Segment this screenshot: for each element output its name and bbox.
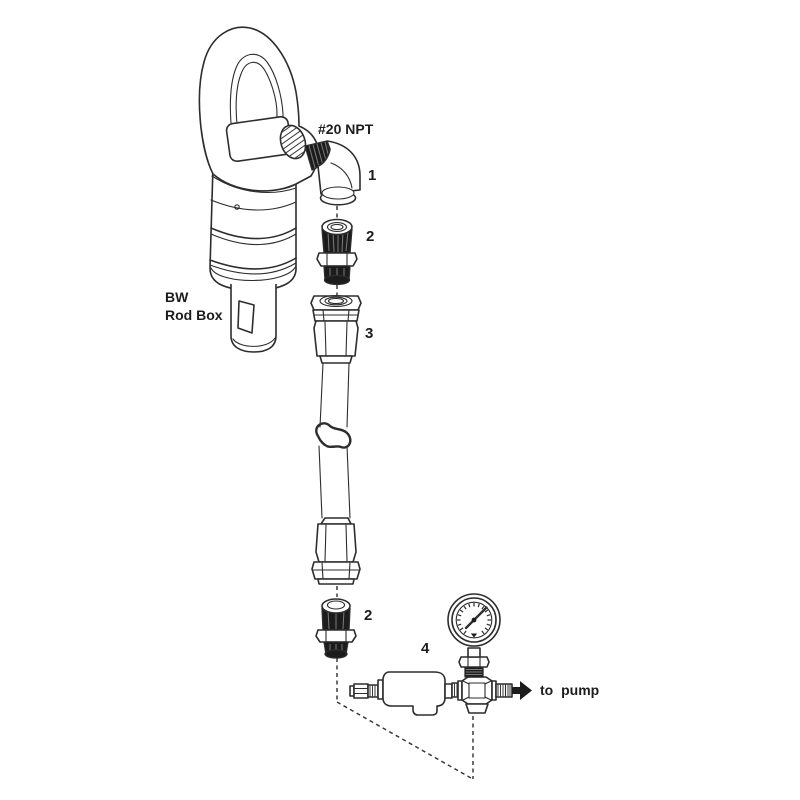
pump-outlet (495, 681, 532, 700)
to-pump-arrow-icon (512, 681, 532, 700)
cross-bottom-port (465, 703, 489, 714)
adapter-lower-bottom-rim (324, 649, 348, 659)
rod-box-label-line1: BW (165, 289, 189, 305)
gauge-stem (467, 647, 481, 658)
lubricator-part-4 (349, 671, 463, 716)
callout-2-adapter-upper: 2 (366, 228, 375, 245)
cross-fitting (457, 647, 497, 714)
gauge-dial (455, 601, 493, 639)
hose-break-mark (315, 422, 352, 449)
callout-3-hose: 3 (365, 325, 374, 342)
hose-tube (315, 362, 352, 519)
cross-right-flange (491, 680, 497, 701)
rod-box-slot (237, 300, 255, 334)
hose-bottom-step (320, 517, 352, 525)
gauge-hex-collar (458, 656, 490, 668)
adapter-upper-hex-band (316, 252, 358, 267)
hose-assembly-part-3 (310, 294, 362, 585)
callout-4-lubricator: 4 (421, 640, 430, 657)
bw-rod-box (198, 26, 319, 353)
hose-top-step (319, 355, 353, 364)
hose-bottom-hex-body (315, 523, 357, 563)
adapter-upper-bottom-rim (323, 274, 351, 286)
elbow-fitting-part-1 (304, 140, 361, 206)
gauge-needle (464, 606, 488, 630)
cross-block (461, 676, 493, 705)
lubricator-hex-nut (353, 683, 369, 699)
adapter-fitting-part-2-lower (315, 598, 357, 659)
adapter-fitting-part-2-upper (316, 218, 358, 286)
assembly-dashed-lines (336, 206, 474, 779)
callout-1-elbow: 1 (368, 167, 377, 184)
gauge-needle-pivot (471, 617, 477, 623)
to-pump-label: to pump (540, 682, 600, 698)
gauge-bottom-marker (470, 633, 478, 638)
lubricator-neck (444, 683, 453, 699)
adapter-lower-hex-band (315, 629, 357, 643)
callout-2-adapter-lower: 2 (364, 607, 373, 624)
rod-box-label-line2: Rod Box (165, 307, 223, 323)
adapter-upper-top-rim (321, 218, 353, 236)
npt-port-label: #20 NPT (318, 121, 374, 137)
lubricator-body (382, 671, 446, 716)
pressure-gauge (447, 593, 501, 647)
hose-top-hex-body (313, 320, 359, 357)
gauge-tick-marks (457, 603, 491, 635)
